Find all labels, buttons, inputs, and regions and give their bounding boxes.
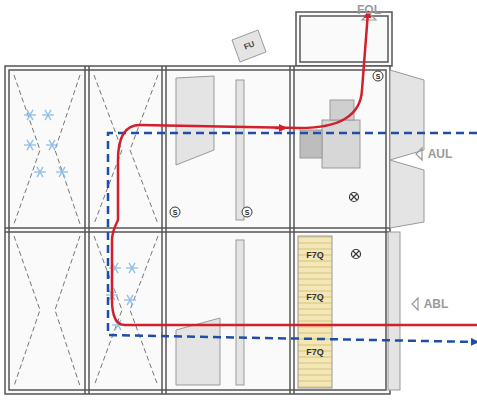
filter-label: F7Q	[306, 293, 324, 302]
frost-icon	[27, 110, 33, 120]
frost-icon	[37, 167, 43, 177]
airflow-label: FOL	[357, 4, 381, 16]
frost-icon	[129, 263, 135, 273]
frost-icon	[45, 110, 51, 120]
frost-icon	[37, 167, 43, 177]
frost-icon	[127, 295, 133, 305]
frost-icon	[59, 167, 65, 177]
frost-icon	[49, 140, 55, 150]
filter-label: F7Q	[306, 251, 324, 260]
frost-icon	[27, 110, 33, 120]
frost-icon	[127, 295, 133, 305]
airflow-label: AUL	[428, 148, 453, 160]
frost-icon	[45, 110, 51, 120]
frost-icon	[27, 140, 33, 150]
frost-icon	[59, 167, 65, 177]
sensor-label: S	[245, 209, 250, 216]
frost-icon	[129, 263, 135, 273]
frost-icon	[27, 140, 33, 150]
airflow-label: ABL	[424, 298, 449, 310]
sensor-label: S	[376, 73, 381, 80]
filter-label: F7Q	[306, 348, 324, 357]
frost-icon	[49, 140, 55, 150]
sensor-label: S	[173, 209, 178, 216]
